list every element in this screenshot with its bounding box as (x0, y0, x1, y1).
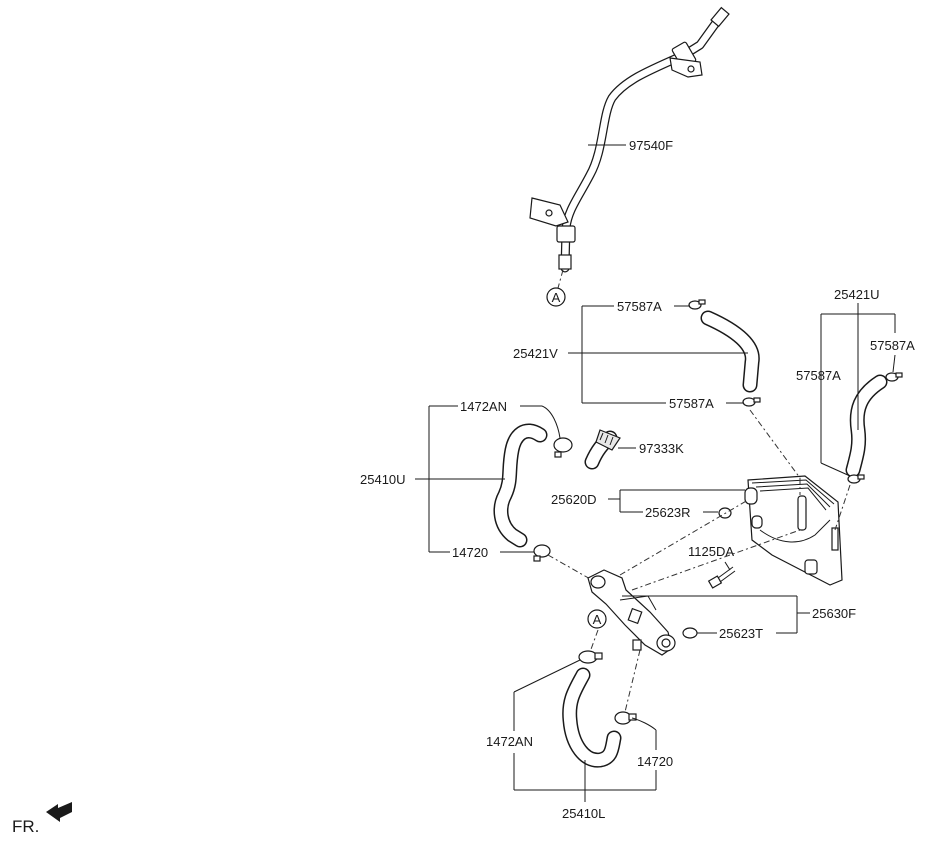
label-57587A-right2: 57587A (796, 368, 841, 383)
connector-a-bottom-label: A (593, 612, 602, 627)
label-1472AN-bottom: 1472AN (486, 734, 533, 749)
clamp-1472AN-top (553, 437, 573, 458)
clamp-14720-bottom (614, 711, 637, 725)
label-25410L: 25410L (562, 806, 605, 821)
label-25623T: 25623T (719, 626, 763, 641)
label-57587A-mid: 57587A (669, 396, 714, 411)
oil-cooler-25620D (744, 475, 843, 586)
hose-25421V (700, 310, 760, 393)
clamp-57587A-top (688, 299, 706, 310)
pipe-97333K (584, 429, 621, 470)
label-25421V: 25421V (513, 346, 558, 361)
label-57587A-top: 57587A (617, 299, 662, 314)
pipe-97540F (529, 6, 730, 273)
oring-25623T (682, 627, 698, 639)
clamp-57587A-mid (742, 397, 761, 407)
label-97333K: 97333K (639, 441, 684, 456)
label-25630F: 25630F (812, 606, 856, 621)
connector-a-top-label: A (552, 290, 561, 305)
label-97540F: 97540F (629, 138, 673, 153)
hose-25421U (845, 374, 888, 478)
label-25623R: 25623R (645, 505, 691, 520)
label-25421U: 25421U (834, 287, 880, 302)
label-25620D: 25620D (551, 492, 597, 507)
label-25410U: 25410U (360, 472, 406, 487)
label-1472AN-top: 1472AN (460, 399, 507, 414)
clamp-57587A-right (885, 372, 903, 382)
label-57587A-right: 57587A (870, 338, 915, 353)
front-indicator-label: FR. (12, 817, 39, 836)
front-indicator: FR. (12, 802, 72, 836)
clamp-14720-left (533, 544, 551, 562)
clamp-1472AN-bottom (578, 650, 603, 664)
hose-25410L (562, 667, 622, 768)
leader-a-top (557, 269, 564, 289)
front-arrow-icon (46, 802, 72, 822)
label-14720-left: 14720 (452, 545, 488, 560)
housing-25630F (587, 569, 676, 656)
label-1125DA: 1125DA (688, 544, 734, 559)
bolt-1125DA (707, 566, 736, 589)
label-14720-bottom: 14720 (637, 754, 673, 769)
connector-a-top: A (546, 287, 566, 307)
connector-a-bottom: A (587, 609, 607, 629)
hose-25410U (493, 423, 548, 548)
clamp-57587A-right2 (847, 474, 865, 484)
